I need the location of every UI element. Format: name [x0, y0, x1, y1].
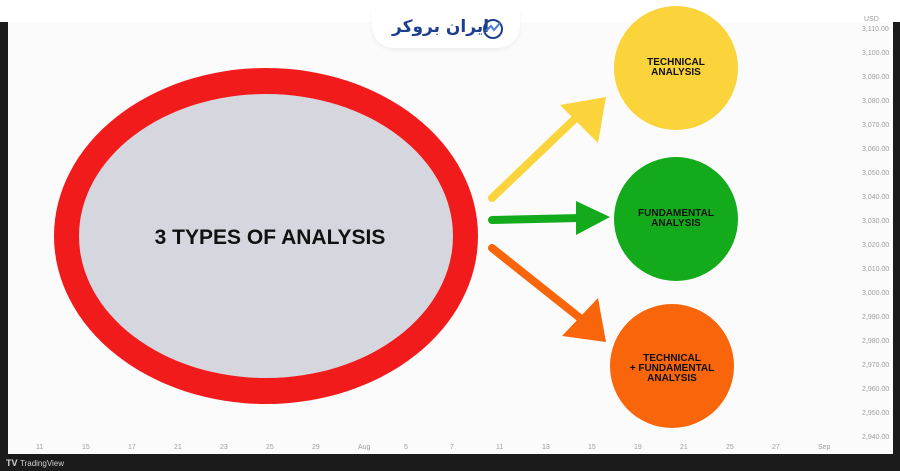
price-tick: 3,070.00 [862, 122, 890, 129]
price-tick: 2,940.00 [862, 434, 890, 441]
price-tick: 3,020.00 [862, 242, 890, 249]
price-tick: 3,080.00 [862, 98, 890, 105]
bottom-bar [0, 454, 900, 471]
main-title: 3 TYPES OF ANALYSIS [154, 226, 386, 249]
time-tick: 21 [174, 444, 182, 451]
combined-bubble [610, 304, 734, 428]
technical-label: TECHNICAL ANALYSIS [647, 57, 705, 78]
arrow-to-fundamental [488, 201, 610, 235]
arrow-to-combined [488, 244, 606, 342]
price-tick: 2,950.00 [862, 410, 890, 417]
price-tick: 2,980.00 [862, 338, 890, 345]
price-tick: 3,040.00 [862, 194, 890, 201]
time-tick: 21 [680, 444, 688, 451]
price-tick: 3,060.00 [862, 146, 890, 153]
tradingview-brand: TradingView [20, 459, 65, 468]
price-tick: 3,110.00 [862, 26, 889, 33]
tradingview-logo-icon: TV [6, 458, 18, 468]
time-tick: 15 [588, 444, 596, 451]
brand-logo-text: ایران بروکر [392, 17, 490, 37]
currency-label: USD [864, 16, 879, 23]
time-tick: 11 [36, 444, 44, 451]
price-tick: 3,090.00 [862, 74, 890, 81]
price-tick: 3,000.00 [862, 290, 890, 297]
time-tick: 17 [128, 444, 136, 451]
time-tick: 15 [82, 444, 90, 451]
chart-trend-icon [483, 19, 503, 39]
price-tick: 2,990.00 [862, 314, 890, 321]
price-tick: 2,970.00 [862, 362, 890, 369]
time-tick: 29 [312, 444, 320, 451]
price-tick: 3,050.00 [862, 170, 890, 177]
time-tick: 11 [496, 444, 504, 451]
price-tick: 3,030.00 [862, 218, 890, 225]
time-tick: 25 [726, 444, 734, 451]
price-tick: 3,010.00 [862, 266, 890, 273]
price-tick: 2,960.00 [862, 386, 890, 393]
time-tick: 25 [266, 444, 274, 451]
time-tick: 13 [542, 444, 550, 451]
time-tick: 5 [404, 444, 408, 451]
time-tick: 7 [450, 444, 454, 451]
time-tick: Aug [358, 444, 371, 451]
time-tick: Sep [818, 444, 831, 451]
technical-bubble [614, 6, 738, 130]
time-tick: 23 [220, 444, 228, 451]
fundamental-label: FUNDAMENTAL ANALYSIS [638, 208, 714, 229]
price-tick: 3,100.00 [862, 50, 890, 57]
time-tick: 27 [772, 444, 780, 451]
combined-label: TECHNICAL + FUNDAMENTAL ANALYSIS [629, 353, 715, 384]
time-tick: 19 [634, 444, 642, 451]
main-inner-circle [79, 94, 453, 378]
arrow-to-technical [488, 97, 606, 202]
fundamental-bubble [614, 157, 738, 281]
